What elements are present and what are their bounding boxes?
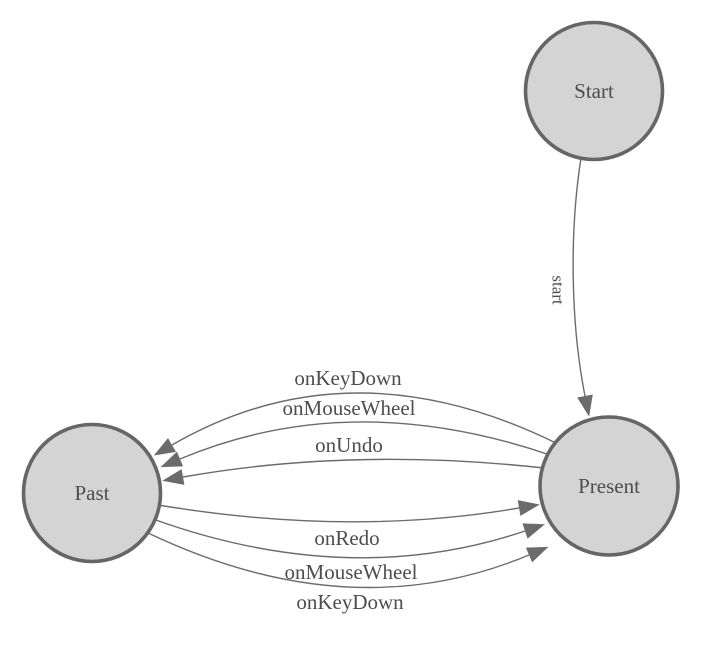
arrowhead-icon — [525, 546, 549, 563]
edge-label-onmousewheel-bottom: onMouseWheel — [285, 560, 418, 584]
transition-start-to-present[interactable]: start — [549, 157, 593, 417]
state-label-past: Past — [74, 481, 109, 505]
edge-label-onmousewheel-top: onMouseWheel — [283, 396, 416, 420]
edge-line[interactable] — [179, 421, 551, 460]
state-node-past[interactable]: Past — [21, 422, 163, 564]
edge-label-onundo: onUndo — [315, 433, 383, 457]
edge-label-start: start — [549, 275, 568, 305]
arrowhead-icon — [522, 523, 545, 539]
state-label-present: Present — [578, 474, 640, 498]
arrowhead-icon — [577, 394, 593, 417]
state-circle-present[interactable] — [538, 415, 680, 557]
edge-line[interactable] — [145, 531, 530, 589]
transition-present-to-past-onmousewheel[interactable]: onMouseWheel — [160, 396, 551, 468]
arrowhead-icon — [517, 500, 540, 516]
edge-line[interactable] — [182, 458, 545, 478]
transition-past-to-present-onkeydown[interactable]: onKeyDown — [145, 531, 549, 614]
edge-line[interactable] — [157, 504, 520, 523]
edge-line[interactable] — [171, 392, 557, 446]
arrowhead-icon — [153, 438, 176, 456]
transition-past-to-present-onredo[interactable]: onRedo — [157, 500, 540, 550]
edge-line[interactable] — [572, 157, 586, 397]
transition-present-to-past-onundo[interactable]: onUndo — [162, 433, 545, 485]
arrowhead-icon — [160, 451, 184, 468]
edge-line[interactable] — [152, 518, 526, 559]
state-label-start: Start — [574, 79, 614, 103]
state-circle-past[interactable] — [21, 422, 163, 564]
transition-present-to-past-onkeydown[interactable]: onKeyDown — [153, 366, 557, 456]
transition-past-to-present-onmousewheel[interactable]: onMouseWheel — [152, 518, 545, 584]
state-node-start[interactable]: Start — [523, 20, 665, 162]
arrowhead-icon — [162, 469, 185, 485]
state-circle-start[interactable] — [523, 20, 665, 162]
edge-label-onredo: onRedo — [314, 526, 379, 550]
state-node-present[interactable]: Present — [538, 415, 680, 557]
edge-label-onkeydown-bottom: onKeyDown — [296, 590, 404, 614]
edge-label-onkeydown-top: onKeyDown — [294, 366, 402, 390]
